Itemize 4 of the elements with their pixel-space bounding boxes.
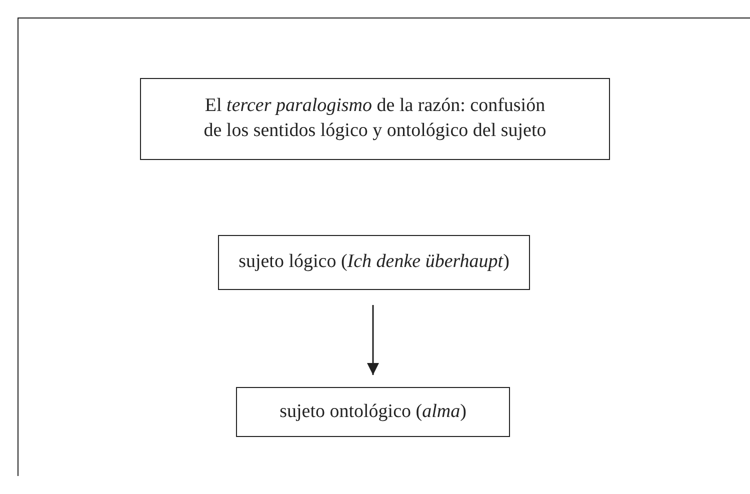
arrow [367,305,379,375]
text-box: El tercer paralogismo de la razón: confusión de los sentidos lógico y ontológico del sujeto [140,78,610,160]
text-box: sujeto ontológico (alma) [236,387,510,437]
text-box: sujeto lógico (Ich denke überhaupt) [218,235,530,290]
